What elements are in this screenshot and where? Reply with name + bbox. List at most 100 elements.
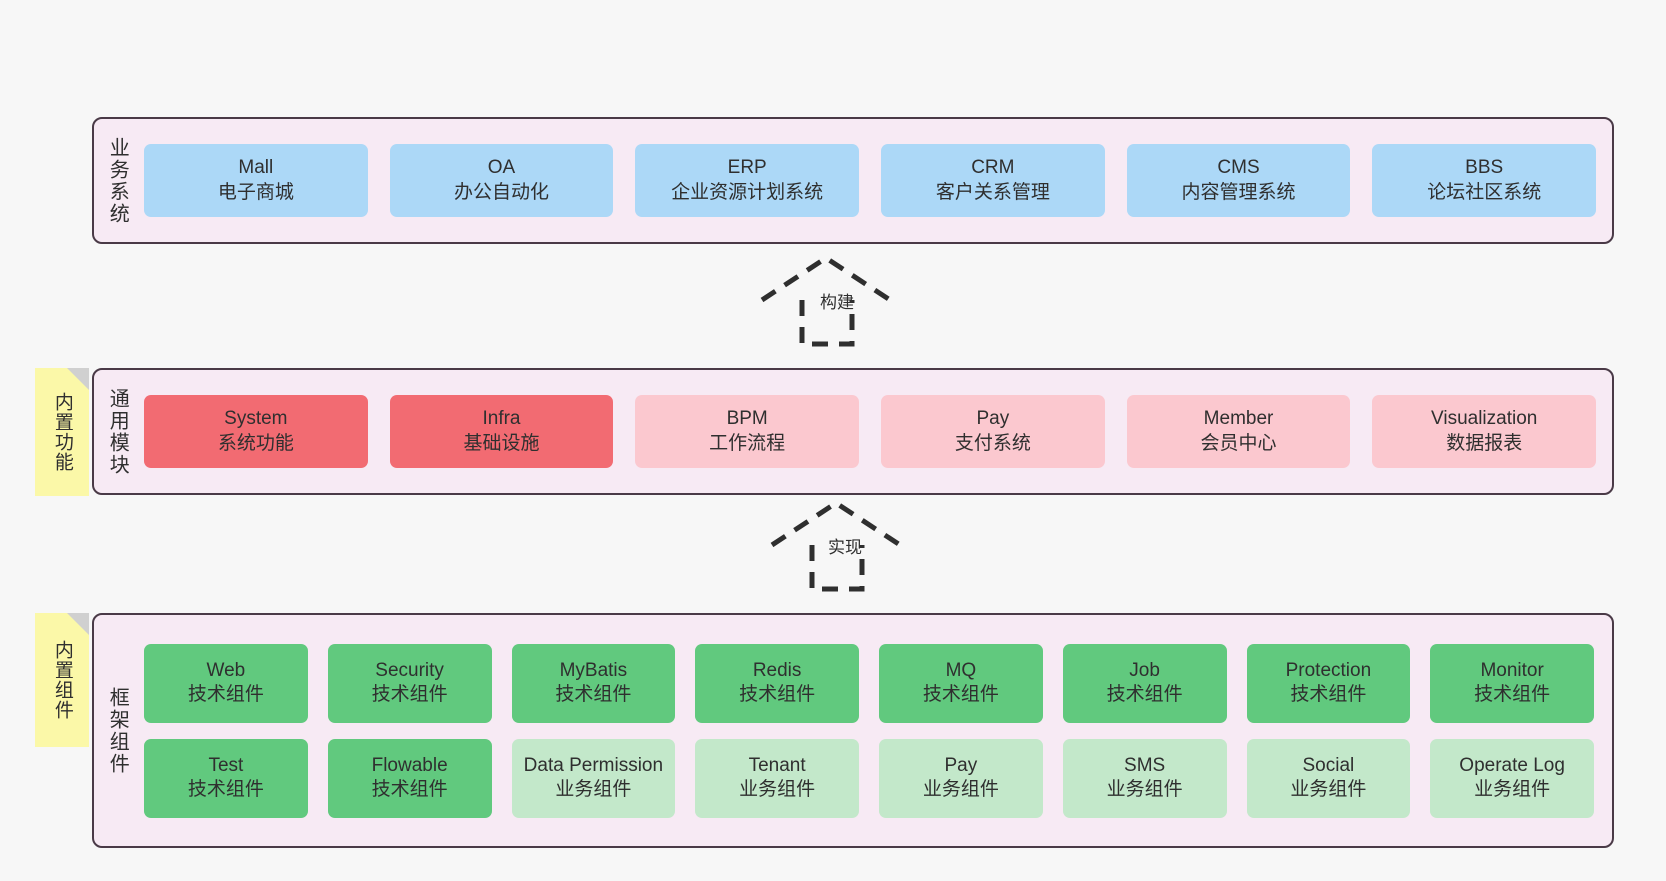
layer-row: Test 技术组件 Flowable 技术组件 Data Permission … [144, 738, 1594, 818]
layer-body-common: System 系统功能 Infra 基础设施 BPM 工作流程 Pay 支付系统… [140, 370, 1612, 493]
component-card-security[interactable]: Security 技术组件 [327, 643, 492, 723]
component-card-pay[interactable]: Pay 业务组件 [879, 738, 1043, 818]
module-desc: 系统功能 [217, 432, 294, 454]
layer-title-common: 通用模块 [106, 387, 129, 476]
sticky-note-builtin-function: 内置功能 [35, 368, 89, 496]
component-desc: 技术组件 [1106, 684, 1183, 705]
dashed-hollow-arrow-up-icon [760, 255, 892, 347]
layer-title-business: 业务系统 [106, 136, 129, 225]
module-card-visualization[interactable]: Visualization 数据报表 [1372, 395, 1597, 468]
module-card-cms[interactable]: CMS 内容管理系统 [1126, 144, 1351, 217]
component-card-job[interactable]: Job 技术组件 [1062, 643, 1227, 723]
component-name: Data Permission [523, 754, 664, 776]
component-card-data-permission[interactable]: Data Permission 业务组件 [511, 738, 676, 818]
component-desc: 业务组件 [1106, 779, 1183, 800]
module-desc: 论坛社区系统 [1427, 181, 1542, 203]
module-name: OA [487, 157, 516, 179]
module-desc: 办公自动化 [454, 181, 550, 203]
module-name: Visualization [1431, 408, 1538, 430]
component-card-flowable[interactable]: Flowable 技术组件 [327, 738, 492, 818]
component-card-test[interactable]: Test 技术组件 [144, 738, 308, 818]
module-name: BBS [1465, 157, 1504, 179]
component-card-mybatis[interactable]: MyBatis 技术组件 [511, 643, 676, 723]
component-desc: 业务组件 [739, 779, 816, 800]
component-name: Monitor [1480, 659, 1544, 681]
layer-row: System 系统功能 Infra 基础设施 BPM 工作流程 Pay 支付系统… [144, 395, 1597, 468]
module-card-pay[interactable]: Pay 支付系统 [881, 395, 1105, 468]
layer-title-framework: 框架组件 [106, 686, 129, 775]
module-card-bbs[interactable]: BBS 论坛社区系统 [1372, 144, 1597, 217]
component-desc: 技术组件 [922, 684, 999, 705]
layer-business-system: 业务系统 Mall 电子商城 OA 办公自动化 ERP 企业资源计划系统 CRM… [92, 117, 1614, 244]
component-name: Social [1302, 754, 1355, 776]
component-card-monitor[interactable]: Monitor 技术组件 [1430, 643, 1594, 723]
component-desc: 技术组件 [187, 684, 264, 705]
component-name: Web [206, 659, 246, 681]
module-name: CRM [971, 157, 1015, 179]
layer-row: Web 技术组件 Security 技术组件 MyBatis 技术组件 Redi… [144, 643, 1594, 723]
component-card-sms[interactable]: SMS 业务组件 [1062, 738, 1227, 818]
component-card-social[interactable]: Social 业务组件 [1246, 738, 1411, 818]
component-card-operate-log[interactable]: Operate Log 业务组件 [1430, 738, 1594, 818]
component-desc: 业务组件 [1290, 779, 1367, 800]
component-name: Tenant [748, 754, 806, 776]
module-desc: 基础设施 [463, 432, 540, 454]
component-desc: 技术组件 [555, 684, 632, 705]
component-name: MyBatis [559, 659, 628, 681]
connector-build: 构建 [760, 252, 960, 372]
component-name: Protection [1285, 659, 1372, 681]
component-name: Security [375, 659, 444, 681]
sticky-note-builtin-component: 内置组件 [35, 613, 89, 747]
module-desc: 电子商城 [217, 181, 294, 203]
module-card-infra[interactable]: Infra 基础设施 [389, 395, 614, 468]
component-card-redis[interactable]: Redis 技术组件 [695, 643, 859, 723]
component-desc: 业务组件 [555, 779, 632, 800]
sticky-note-text: 内置组件 [51, 640, 73, 720]
module-desc: 企业资源计划系统 [671, 181, 824, 203]
layer-framework-component: 框架组件 Web 技术组件 Security 技术组件 MyBatis 技术组件… [92, 613, 1614, 848]
module-desc: 数据报表 [1446, 432, 1523, 454]
component-name: Job [1129, 659, 1160, 681]
module-name: ERP [727, 157, 767, 179]
module-name: CMS [1217, 157, 1260, 179]
module-desc: 支付系统 [954, 432, 1031, 454]
module-desc: 客户关系管理 [935, 181, 1050, 203]
component-card-web[interactable]: Web 技术组件 [144, 643, 308, 723]
module-card-system[interactable]: System 系统功能 [144, 395, 368, 468]
module-name: Member [1203, 408, 1274, 430]
component-card-protection[interactable]: Protection 技术组件 [1246, 643, 1411, 723]
component-desc: 技术组件 [1290, 684, 1367, 705]
component-name: SMS [1124, 754, 1166, 776]
dashed-hollow-arrow-up-icon [770, 500, 902, 592]
module-desc: 工作流程 [709, 432, 786, 454]
module-name: Infra [482, 408, 521, 430]
component-name: Flowable [371, 754, 448, 776]
module-card-erp[interactable]: ERP 企业资源计划系统 [635, 144, 860, 217]
component-card-mq[interactable]: MQ 技术组件 [879, 643, 1043, 723]
component-desc: 技术组件 [739, 684, 816, 705]
module-card-member[interactable]: Member 会员中心 [1126, 395, 1351, 468]
component-name: Operate Log [1459, 754, 1565, 776]
component-desc: 技术组件 [187, 779, 264, 800]
component-name: Test [208, 754, 244, 776]
module-desc: 内容管理系统 [1181, 181, 1296, 203]
connector-label-build: 构建 [820, 293, 854, 312]
layer-common-module: 通用模块 System 系统功能 Infra 基础设施 BPM 工作流程 Pay… [92, 368, 1614, 495]
layer-row: Mall 电子商城 OA 办公自动化 ERP 企业资源计划系统 CRM 客户关系… [144, 144, 1597, 217]
module-card-mall[interactable]: Mall 电子商城 [144, 144, 368, 217]
layer-body-framework: Web 技术组件 Security 技术组件 MyBatis 技术组件 Redi… [140, 615, 1612, 846]
component-desc: 技术组件 [371, 684, 448, 705]
module-card-bpm[interactable]: BPM 工作流程 [635, 395, 860, 468]
component-card-tenant[interactable]: Tenant 业务组件 [695, 738, 859, 818]
module-name: System [224, 408, 288, 430]
component-desc: 技术组件 [371, 779, 448, 800]
sticky-note-text: 内置功能 [51, 392, 73, 472]
component-name: MQ [945, 659, 977, 681]
layer-body-business: Mall 电子商城 OA 办公自动化 ERP 企业资源计划系统 CRM 客户关系… [140, 119, 1612, 242]
component-desc: 技术组件 [1474, 684, 1551, 705]
module-card-crm[interactable]: CRM 客户关系管理 [881, 144, 1105, 217]
module-card-oa[interactable]: OA 办公自动化 [389, 144, 614, 217]
component-desc: 业务组件 [922, 779, 999, 800]
module-name: Mall [238, 157, 274, 179]
